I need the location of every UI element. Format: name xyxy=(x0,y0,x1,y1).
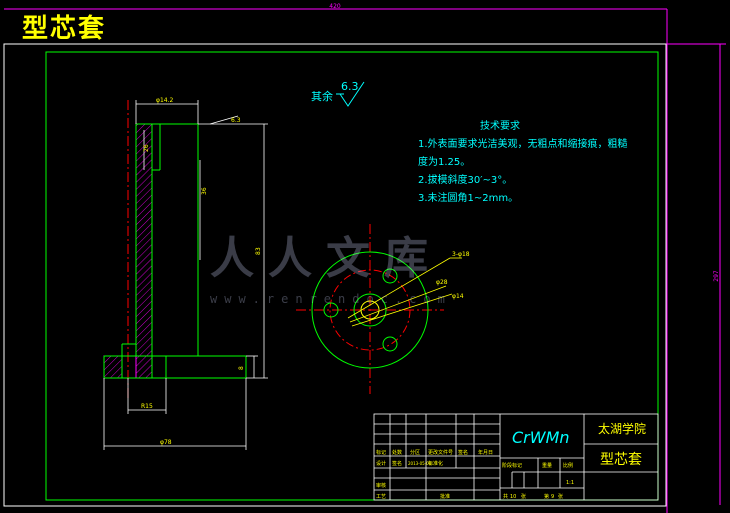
title-block xyxy=(373,413,659,501)
tb-label-sign: 签名 xyxy=(458,449,468,456)
dim-hole-label: 3-φ18 xyxy=(452,251,470,258)
tb-label-review: 审核 xyxy=(376,482,386,489)
dim-bore-dia: φ14 xyxy=(452,293,464,300)
dim-total-height: 83 xyxy=(255,247,262,255)
tb-label-stage: 阶段标记 xyxy=(502,462,522,469)
tb-label-sheet: 第 xyxy=(544,493,549,500)
inner-border xyxy=(45,51,659,501)
tb-label-scale: 比例 xyxy=(563,462,573,469)
overall-height-label: 297 xyxy=(713,270,720,282)
tech-line-3: 2.拔模斜度30′~3°。 xyxy=(418,175,513,186)
dim-circle-dia: φ28 xyxy=(436,279,448,286)
tb-label-weight: 重量 xyxy=(542,462,552,469)
tb-sheet-val: 9 xyxy=(551,494,554,500)
dim-top-dia: φ14.2 xyxy=(156,97,174,104)
overall-width-label: 420 xyxy=(329,3,341,10)
dim-r-small: 26 xyxy=(143,144,150,152)
dim-flange-thk: 8 xyxy=(238,366,245,370)
tb-label-mark: 标记 xyxy=(376,449,386,456)
tb-label-date: 年月日 xyxy=(478,449,493,456)
outer-frame xyxy=(3,43,667,507)
tb-label-craft: 工艺 xyxy=(376,494,386,500)
tech-line-2: 度为1.25。 xyxy=(418,157,471,168)
tb-label-date-val: 2013-05-08 xyxy=(408,461,432,466)
tb-label-zhang-1: 张 xyxy=(521,493,526,500)
watermark-main: 人人文库 xyxy=(210,233,442,284)
tb-label-approve: 批准 xyxy=(440,493,450,500)
tb-label-design: 设计 xyxy=(376,460,386,467)
plan-view xyxy=(296,224,462,394)
tb-part-name: 型芯套 xyxy=(600,452,642,468)
roughness-symbol xyxy=(336,81,365,107)
dim-inner-len: 36 xyxy=(201,187,208,195)
tb-label-total: 共 xyxy=(503,493,508,500)
tech-line-1: 1.外表面要求光洁美观，无粗点和缩接痕，粗糙 xyxy=(418,139,628,150)
tb-material: CrWMn xyxy=(512,428,570,447)
tb-label-change-doc: 更改文件号 xyxy=(428,449,453,456)
tech-line-4: 3.未注圆角1~2mm。 xyxy=(418,193,519,204)
dim-r15: R15 xyxy=(141,403,153,410)
tb-label-zone: 分区 xyxy=(410,449,420,456)
tb-label-designer: 签名 xyxy=(392,460,402,467)
tb-total-val: 10 xyxy=(510,494,516,500)
drawing-title: 型芯套 xyxy=(22,14,107,44)
watermark-url: www.renrendoc.com xyxy=(210,292,452,306)
surface-roughness-note: 其余 6.3 xyxy=(311,80,359,104)
dim-base-dia: φ78 xyxy=(160,439,172,446)
tb-label-zhang-2: 张 xyxy=(558,493,563,500)
tb-school: 太湖学院 xyxy=(598,421,646,436)
overall-dimensions xyxy=(4,8,726,513)
tech-heading: 技术要求 xyxy=(480,121,520,132)
tb-label-count: 处数 xyxy=(392,449,402,456)
roughness-prefix: 其余 xyxy=(311,90,333,103)
tb-scale-val: 1:1 xyxy=(566,480,574,486)
tb-label-standard: 标准化 xyxy=(428,460,443,467)
dim-top-note: 6.3 xyxy=(231,117,241,124)
section-view xyxy=(103,100,268,450)
roughness-value: 6.3 xyxy=(341,80,359,93)
technical-requirements: 技术要求 1.外表面要求光洁美观，无粗点和缩接痕，粗糙 度为1.25。 2.拔模… xyxy=(418,118,628,208)
